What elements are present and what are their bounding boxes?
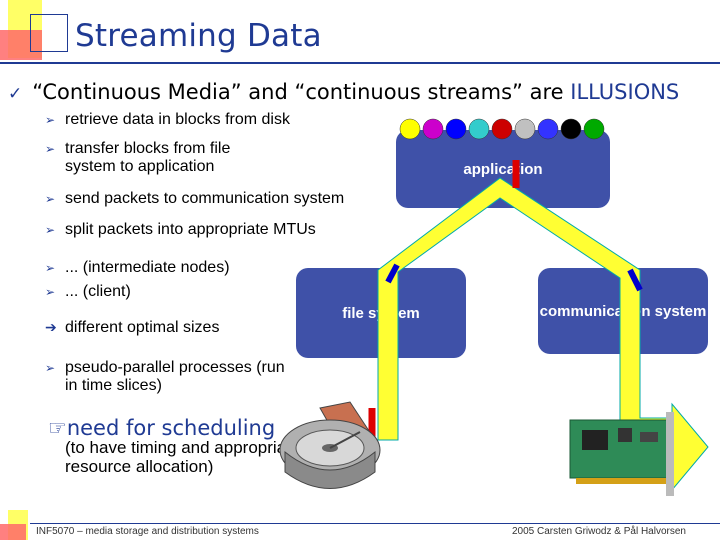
packet-dot xyxy=(560,118,582,140)
flow-arrow xyxy=(368,160,709,492)
step-8: ➢pseudo-parallel processes (run in time … xyxy=(45,359,285,394)
packet-dot xyxy=(422,118,444,140)
step-5: ➢... (intermediate nodes) xyxy=(45,259,230,276)
step-1: ➢retrieve data in blocks from disk xyxy=(45,111,290,128)
main-bullet: ✓ “Continuous Media” and “continuous stre… xyxy=(8,80,679,104)
packet-dot xyxy=(491,118,513,140)
title-divider xyxy=(0,62,720,64)
illusions-highlight: ILLUSIONS xyxy=(570,80,680,104)
step-3: ➢send packets to communication system xyxy=(45,190,345,207)
decor-square-red xyxy=(0,30,42,60)
packet-dot xyxy=(537,118,559,140)
need-for-scheduling: ☞need for scheduling xyxy=(48,416,276,440)
main-bullet-text: “Continuous Media” and “continuous strea… xyxy=(32,80,571,104)
need-sub-text: (to have timing and appropriate resource… xyxy=(65,438,301,476)
packet-dot xyxy=(445,118,467,140)
footer-course: INF5070 – media storage and distribution… xyxy=(36,526,259,537)
arrow-bullet-icon: ➢ xyxy=(45,113,56,127)
arrow-bullet-icon: ➢ xyxy=(45,192,56,206)
pointing-hand-icon: ☞ xyxy=(48,416,67,440)
packet-dot xyxy=(399,118,421,140)
arrow-bullet-icon: ➢ xyxy=(45,223,56,237)
hard-disk-icon xyxy=(279,401,381,489)
arrow-right-icon: ➔ xyxy=(45,319,57,335)
decor-square-outline xyxy=(30,14,68,52)
checkmark-icon: ✓ xyxy=(8,84,23,104)
footer-divider xyxy=(30,523,720,524)
arrow-bullet-icon: ➢ xyxy=(45,285,56,299)
step-2: ➢transfer blocks from file system to app… xyxy=(45,140,231,175)
packet-dot xyxy=(583,118,605,140)
packet-dot xyxy=(514,118,536,140)
footer-authors: 2005 Carsten Griwodz & Pål Halvorsen xyxy=(512,526,686,537)
decor-square-footer-red xyxy=(0,524,26,540)
packet-dot xyxy=(468,118,490,140)
step-6: ➢... (client) xyxy=(45,283,131,300)
network-card-icon xyxy=(569,412,674,496)
step-7: ➔different optimal sizes xyxy=(45,319,220,336)
packet-row xyxy=(399,118,605,140)
arrow-bullet-icon: ➢ xyxy=(45,361,56,375)
page-title: Streaming Data xyxy=(75,18,322,54)
arrow-bullet-icon: ➢ xyxy=(45,261,56,275)
step-4: ➢split packets into appropriate MTUs xyxy=(45,221,316,238)
arrow-bullet-icon: ➢ xyxy=(45,142,56,156)
